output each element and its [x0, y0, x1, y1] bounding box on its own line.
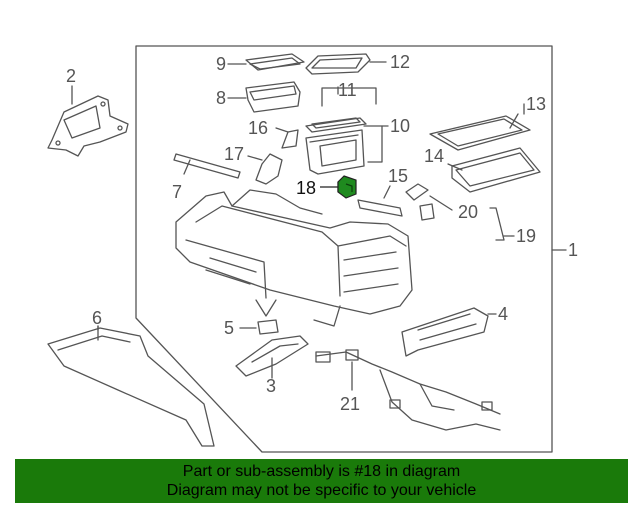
callout-14: 14 — [424, 146, 444, 166]
callout-15: 15 — [388, 166, 408, 186]
info-banner: Part or sub-assembly is #18 in diagram D… — [15, 459, 628, 503]
part-8-bin — [227, 81, 301, 113]
part-9-lid — [227, 53, 305, 71]
part-2-bracket — [47, 85, 129, 157]
callout-17: 17 — [224, 144, 244, 164]
callout-20: 20 — [458, 202, 478, 222]
part-5-bezel — [239, 319, 279, 335]
callout-6: 6 — [92, 308, 102, 328]
part-17-latch — [247, 153, 283, 185]
callout-11: 11 — [338, 80, 357, 100]
banner-line-2: Diagram may not be specific to your vehi… — [166, 482, 477, 499]
part-4-module — [401, 307, 497, 357]
callout-4: 4 — [498, 304, 508, 324]
callout-3: 3 — [266, 376, 276, 396]
callout-13: 13 — [526, 94, 546, 114]
callout-7: 7 — [172, 182, 182, 202]
part-11-tray — [305, 87, 377, 133]
part-21-harness — [315, 349, 501, 431]
callout-10: 10 — [390, 116, 410, 136]
callout-8: 8 — [216, 88, 226, 108]
callout-12: 12 — [390, 52, 410, 72]
callout-16: 16 — [248, 118, 268, 138]
part-6-side-panel — [47, 325, 215, 447]
part-20-clip — [405, 183, 513, 241]
part-15-trim — [357, 185, 403, 217]
callout-9: 9 — [216, 54, 226, 74]
callout-21: 21 — [340, 394, 360, 414]
console-body — [175, 189, 413, 327]
part-3-bracket — [235, 335, 309, 379]
callout-1: 1 — [568, 240, 578, 260]
assembly-frame — [135, 45, 553, 453]
callout-5: 5 — [224, 318, 234, 338]
part-7-trim-strip — [173, 153, 241, 179]
part-14-lid — [447, 147, 541, 193]
part-16-knob — [275, 127, 299, 149]
banner-line-1: Part or sub-assembly is #18 in diagram — [182, 463, 461, 480]
part-10-cupholder — [305, 125, 383, 175]
part-12-mat — [305, 53, 387, 75]
callout-19: 19 — [516, 226, 536, 246]
callout-2: 2 — [66, 66, 76, 86]
part-13-lid-pad — [429, 113, 531, 151]
part-18-highlighted — [320, 175, 357, 199]
callout-18: 18 — [296, 178, 316, 198]
